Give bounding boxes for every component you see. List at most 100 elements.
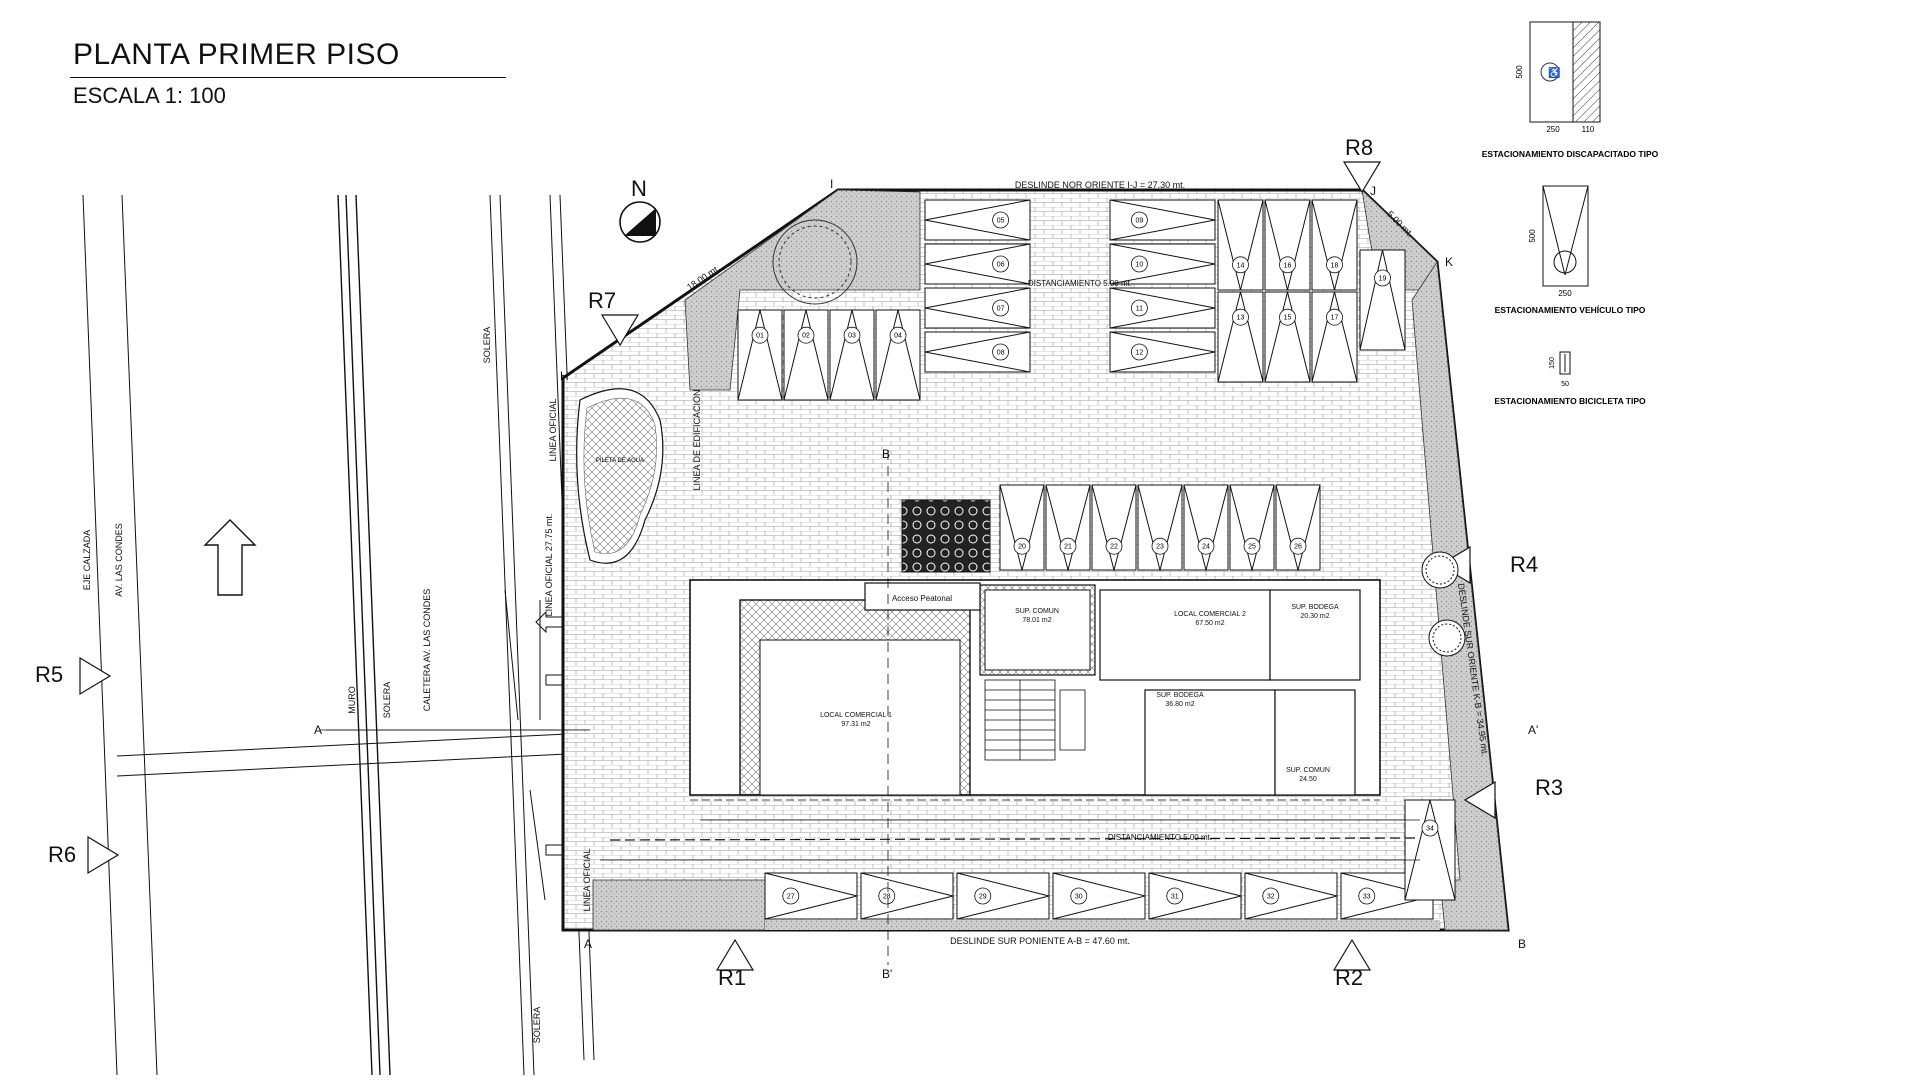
east-planting-strip bbox=[1411, 260, 1509, 931]
direction-arrow bbox=[203, 519, 257, 596]
reference-marker: R1 bbox=[715, 938, 755, 990]
reference-label: R3 bbox=[1535, 775, 1563, 800]
legend-bike-parking: 150 50 ESTACIONAMIENTO BICICLETA TIPO bbox=[1494, 351, 1646, 406]
parking-space: 19 bbox=[1359, 249, 1406, 351]
parking-number: 20 bbox=[1018, 544, 1026, 551]
wall-label: MURO bbox=[347, 686, 357, 714]
parking-space: 26 bbox=[1275, 484, 1321, 572]
parking-number: 05 bbox=[997, 218, 1005, 225]
local-1-area: 97.31 m2 bbox=[841, 721, 870, 728]
reference-label: R2 bbox=[1335, 965, 1363, 990]
shrub-block bbox=[901, 499, 991, 573]
legend-disabled-parking: ♿ 500 250 110 ESTACIONAMIENTO DISCAPACIT… bbox=[1482, 21, 1659, 159]
reference-marker: R7 bbox=[588, 288, 640, 347]
street-lines bbox=[82, 194, 595, 1076]
vertex-b: B bbox=[1518, 937, 1526, 951]
parking-number: 22 bbox=[1110, 544, 1118, 551]
parking-number: 03 bbox=[848, 333, 856, 340]
section-a-end: A' bbox=[1528, 723, 1538, 737]
parking-number: 17 bbox=[1331, 315, 1339, 322]
common-area-value: 78.01 m2 bbox=[1022, 617, 1051, 624]
reference-label: R8 bbox=[1345, 135, 1373, 160]
legend-vehicle-parking: 500 250 ESTACIONAMIENTO VEHÍCULO TIPO bbox=[1495, 185, 1646, 315]
parking-space: 32 bbox=[1244, 872, 1338, 920]
parking-space: 10 bbox=[1109, 243, 1216, 285]
svg-text:♿: ♿ bbox=[1548, 66, 1560, 79]
parking-space: 24 bbox=[1183, 484, 1229, 572]
parking-number: 27 bbox=[787, 894, 795, 901]
parking-number: 19 bbox=[1379, 276, 1387, 283]
north-boundary-label: DESLINDE NOR ORIENTE I-J = 27.30 mt. bbox=[1015, 180, 1185, 190]
vertex-j: J bbox=[1370, 184, 1376, 198]
legend-bike-height: 150 bbox=[1549, 357, 1556, 369]
reference-marker: R5 bbox=[35, 656, 112, 696]
parking-space: 06 bbox=[924, 243, 1031, 285]
parking-number: 16 bbox=[1284, 262, 1292, 269]
street-curbs bbox=[504, 589, 546, 901]
reference-label: R6 bbox=[48, 842, 76, 867]
parking-number: 15 bbox=[1284, 315, 1292, 322]
parking-space: 01 bbox=[737, 309, 783, 401]
parking-space: 12 bbox=[1109, 331, 1216, 373]
parking-space: 09 bbox=[1109, 199, 1216, 241]
vertex-a: A bbox=[584, 937, 592, 951]
parking-number: 01 bbox=[756, 333, 764, 340]
parking-space: 21 bbox=[1045, 484, 1091, 572]
stairs bbox=[984, 679, 1086, 761]
parking-space: 30 bbox=[1052, 872, 1146, 920]
parking-number: 32 bbox=[1267, 894, 1275, 901]
section-b-start: B bbox=[882, 447, 890, 461]
parking-number: 33 bbox=[1363, 894, 1371, 901]
parking-number: 12 bbox=[1136, 350, 1144, 357]
pedestrian-access-label: Acceso Peatonal bbox=[892, 594, 952, 603]
legend-bike-label: ESTACIONAMIENTO BICICLETA TIPO bbox=[1494, 396, 1646, 406]
parking-space: 13 bbox=[1217, 291, 1264, 383]
title-underline bbox=[70, 77, 506, 78]
reference-label: R1 bbox=[718, 965, 746, 990]
curb-label: SOLERA bbox=[382, 682, 392, 719]
building bbox=[600, 579, 1421, 861]
storage-area: 36.80 m2 bbox=[1165, 701, 1194, 708]
reference-marker: R3 bbox=[1463, 775, 1563, 820]
parking-space: 23 bbox=[1137, 484, 1183, 572]
legend-disabled-label: ESTACIONAMIENTO DISCAPACITADO TIPO bbox=[1482, 149, 1659, 159]
north-arrow: N bbox=[619, 176, 661, 243]
parking-space: 18 bbox=[1311, 199, 1358, 291]
storage-2-label: SUP. BODEGA bbox=[1291, 604, 1339, 611]
parking-number: 21 bbox=[1064, 544, 1072, 551]
parking-space: 05 bbox=[924, 199, 1031, 241]
parking-space: 16 bbox=[1264, 199, 1311, 291]
south-planting-strip bbox=[592, 879, 766, 931]
parking-number: 23 bbox=[1156, 544, 1164, 551]
parking-space: 20 bbox=[999, 484, 1045, 572]
parking-space: 11 bbox=[1109, 287, 1216, 329]
local-2-area: 67.50 m2 bbox=[1195, 620, 1224, 627]
parking-number: 30 bbox=[1075, 894, 1083, 901]
legend-disabled-width: 250 bbox=[1546, 125, 1560, 134]
parking-space: 31 bbox=[1148, 872, 1242, 920]
parking-number: 08 bbox=[997, 350, 1005, 357]
legend-disabled-width-2: 110 bbox=[1582, 125, 1595, 134]
reference-label: R4 bbox=[1510, 552, 1538, 577]
parking-space: 08 bbox=[924, 331, 1031, 373]
legend-vehicle-width: 250 bbox=[1558, 289, 1572, 298]
legend-bike-width: 50 bbox=[1561, 381, 1569, 388]
parking-space: 28 bbox=[860, 872, 954, 920]
parking-space: 15 bbox=[1264, 291, 1311, 383]
tree-symbol bbox=[772, 219, 858, 305]
local-2-label: LOCAL COMERCIAL 2 bbox=[1174, 611, 1246, 618]
round-markers bbox=[1421, 551, 1466, 657]
reference-marker: R6 bbox=[48, 835, 120, 875]
parking-space: 22 bbox=[1091, 484, 1137, 572]
nw-planting-strip bbox=[684, 189, 921, 391]
parking-number: 18 bbox=[1331, 262, 1339, 269]
south-boundary-label: DESLINDE SUR PONIENTE A-B = 47.60 mt. bbox=[950, 936, 1130, 946]
water-pool: PILETA DE AGUA bbox=[576, 388, 664, 564]
parking-number: 13 bbox=[1237, 315, 1245, 322]
parking-space: 02 bbox=[783, 309, 829, 401]
local-1-label: LOCAL COMERCIAL 1 bbox=[820, 712, 892, 719]
west-boundary-label: LINEA OFICIAL 27.75 mt. bbox=[544, 514, 554, 617]
vertex-h: H bbox=[560, 369, 569, 383]
